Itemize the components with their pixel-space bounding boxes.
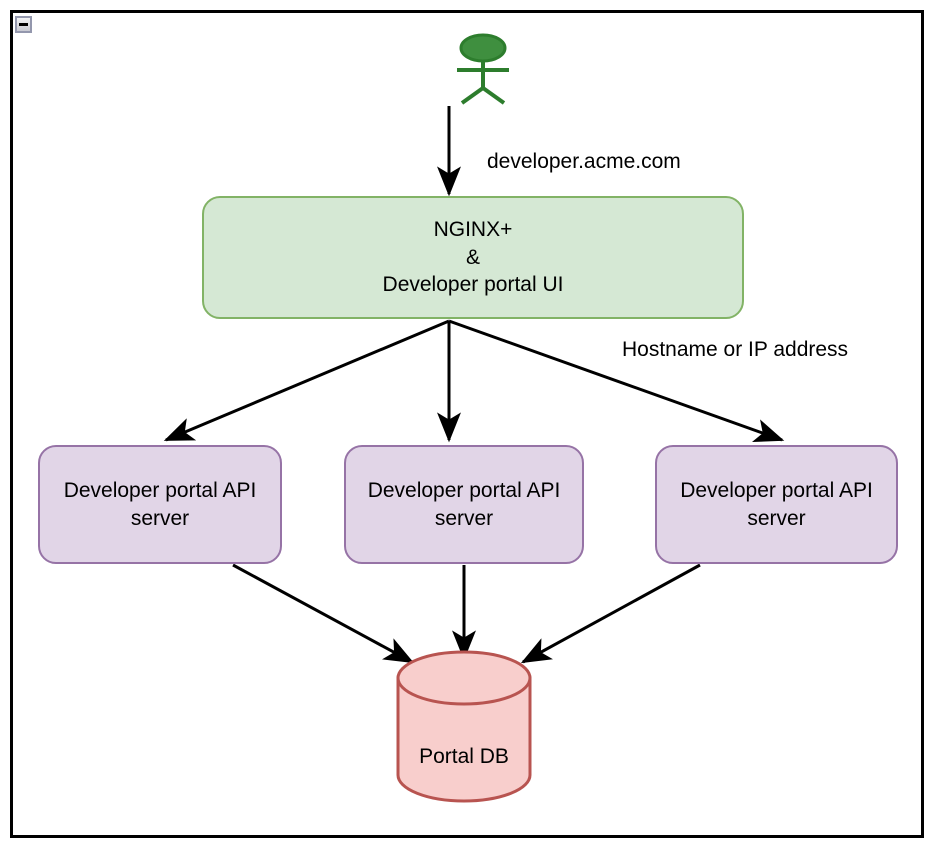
node-api-server-3[interactable]: Developer portal API server	[655, 445, 898, 564]
edge-label-hostname-or-ip-address: Hostname or IP address	[622, 338, 849, 361]
edge-api-3-to-db	[520, 563, 701, 664]
node-nginx-label: NGINX+ & Developer portal UI	[382, 217, 564, 297]
edge-label-developer-acme-com: developer.acme.com	[487, 150, 681, 173]
node-api-server-1-label: Developer portal API server	[63, 478, 257, 530]
actor-figure	[457, 33, 509, 105]
edge-nginx-to-api-1	[163, 319, 450, 442]
node-api-server-1[interactable]: Developer portal API server	[38, 445, 282, 564]
node-api-server-3-label: Developer portal API server	[680, 478, 873, 530]
edge-api-1-to-db	[232, 563, 415, 664]
node-api-server-2[interactable]: Developer portal API server	[344, 445, 584, 564]
collapse-toggle-icon[interactable]	[15, 16, 32, 33]
minus-glyph	[19, 23, 28, 26]
edge-nginx-to-api-3	[448, 319, 785, 443]
node-nginx-developer-portal-ui[interactable]: NGINX+ & Developer portal UI	[202, 196, 744, 319]
database-cylinder[interactable]	[396, 650, 532, 803]
node-api-server-2-label: Developer portal API server	[367, 478, 561, 530]
